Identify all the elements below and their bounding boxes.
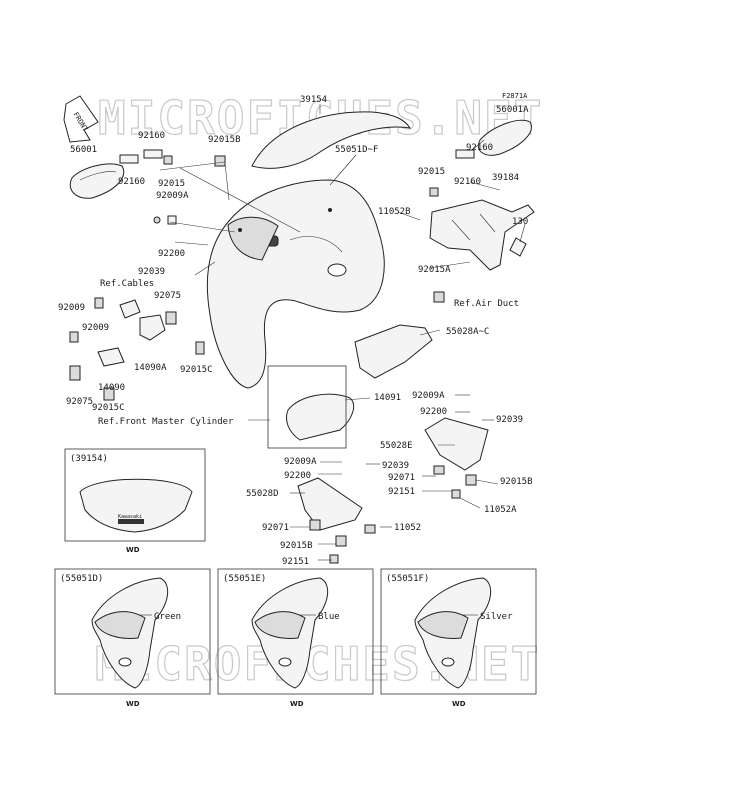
label-56001a: 56001A	[496, 105, 529, 115]
label-92151-bottom: 92151	[282, 557, 309, 567]
label-92071-left: 92071	[262, 523, 289, 533]
label-92071-mid: 92071	[388, 473, 415, 483]
front-arrow-icon: FRONT	[63, 95, 99, 143]
label-92015: 92015	[158, 179, 185, 189]
label-55028a-c: 55028A~C	[446, 327, 489, 337]
label-92039-mid: 92039	[382, 461, 409, 471]
inset-cowl-d: (55051D) Green WD	[54, 568, 211, 708]
inset-cowl-f-code: (55051F)	[386, 574, 429, 584]
label-92015c-a: 92015C	[180, 365, 213, 375]
inset-cowl-e-footer: WD	[290, 700, 304, 708]
inset-cowl-e: (55051E) Blue WD	[217, 568, 374, 708]
label-92200-right: 92200	[420, 407, 447, 417]
label-55051: 55051D~F	[335, 145, 378, 155]
label-11052b: 11052B	[378, 207, 411, 217]
label-39184: 39184	[492, 173, 519, 183]
label-55028d: 55028D	[246, 489, 279, 499]
label-92160-d: 92160	[454, 177, 481, 187]
label-92160-c: 92160	[466, 143, 493, 153]
inset-cowl-d-footer: WD	[126, 700, 140, 708]
inset-cowl-d-color: Green	[154, 612, 181, 622]
label-14091: 14091	[374, 393, 401, 403]
label-92009-b: 92009	[82, 323, 109, 333]
label-92075-a: 92075	[154, 291, 181, 301]
inner-bracket-assembly	[69, 297, 205, 401]
inner-cover-part	[286, 393, 355, 441]
inset-windshield-footer: WD	[126, 546, 140, 554]
label-92200-top: 92200	[158, 249, 185, 259]
inset-cowl-e-color: Blue	[318, 612, 340, 622]
inset-cowl-f-color: Silver	[480, 612, 513, 622]
label-92075-b: 92075	[66, 397, 93, 407]
leader-lines	[159, 154, 526, 561]
side-panel-left-part	[297, 477, 363, 531]
label-92200-mid: 92200	[284, 471, 311, 481]
ref-air-duct: Ref.Air Duct	[454, 299, 519, 309]
inset-windshield-stamp: Kawasaki	[118, 514, 142, 520]
label-92151-mid: 92151	[388, 487, 415, 497]
label-92015c-b: 92015C	[92, 403, 125, 413]
label-92015a: 92015A	[418, 265, 451, 275]
windshield-part	[251, 111, 412, 169]
part-labels: 39154 56001 92160 92160 92015B 92015 920…	[58, 95, 533, 567]
label-92015b-bottom: 92015B	[280, 541, 313, 551]
inset-cowl-f-footer: WD	[452, 700, 466, 708]
label-92160-a: 92160	[138, 131, 165, 141]
label-92015b-right: 92015B	[500, 477, 533, 487]
label-92009a-right: 92009A	[412, 391, 445, 401]
label-92039-right: 92039	[496, 415, 523, 425]
side-panel-right-part	[424, 417, 489, 471]
label-92160-b: 92160	[118, 177, 145, 187]
label-92015-right: 92015	[418, 167, 445, 177]
ref-front-master-cylinder: Ref.Front Master Cylinder	[98, 417, 234, 427]
label-55028e: 55028E	[380, 441, 413, 451]
inset-windshield: (39154) Kawasaki WD	[64, 448, 206, 554]
label-92039-top: 92039	[138, 267, 165, 277]
label-56001: 56001	[70, 145, 97, 155]
label-92009a-top: 92009A	[156, 191, 189, 201]
mirror-left-part	[69, 163, 124, 199]
label-92009-a: 92009	[58, 303, 85, 313]
inner-panel-part	[354, 324, 433, 379]
inset-cowl-d-code: (55051D)	[60, 574, 103, 584]
cowl-stay-part	[429, 199, 535, 271]
label-14090a: 14090A	[134, 363, 167, 373]
label-130: 130	[512, 217, 528, 227]
figure-code: F2871A	[502, 92, 528, 100]
ref-cables: Ref.Cables	[100, 279, 154, 289]
label-39154: 39154	[300, 95, 327, 105]
mirror-hardware	[119, 149, 527, 303]
inset-windshield-code: (39154)	[70, 454, 108, 464]
inset-cowl-e-code: (55051E)	[223, 574, 266, 584]
label-11052: 11052	[394, 523, 421, 533]
label-92015b-top: 92015B	[208, 135, 241, 145]
label-92009a-mid: 92009A	[284, 457, 317, 467]
inset-cowl-f: (55051F) Silver WD	[380, 568, 537, 708]
label-14090: 14090	[98, 383, 125, 393]
label-11052a: 11052A	[484, 505, 517, 515]
